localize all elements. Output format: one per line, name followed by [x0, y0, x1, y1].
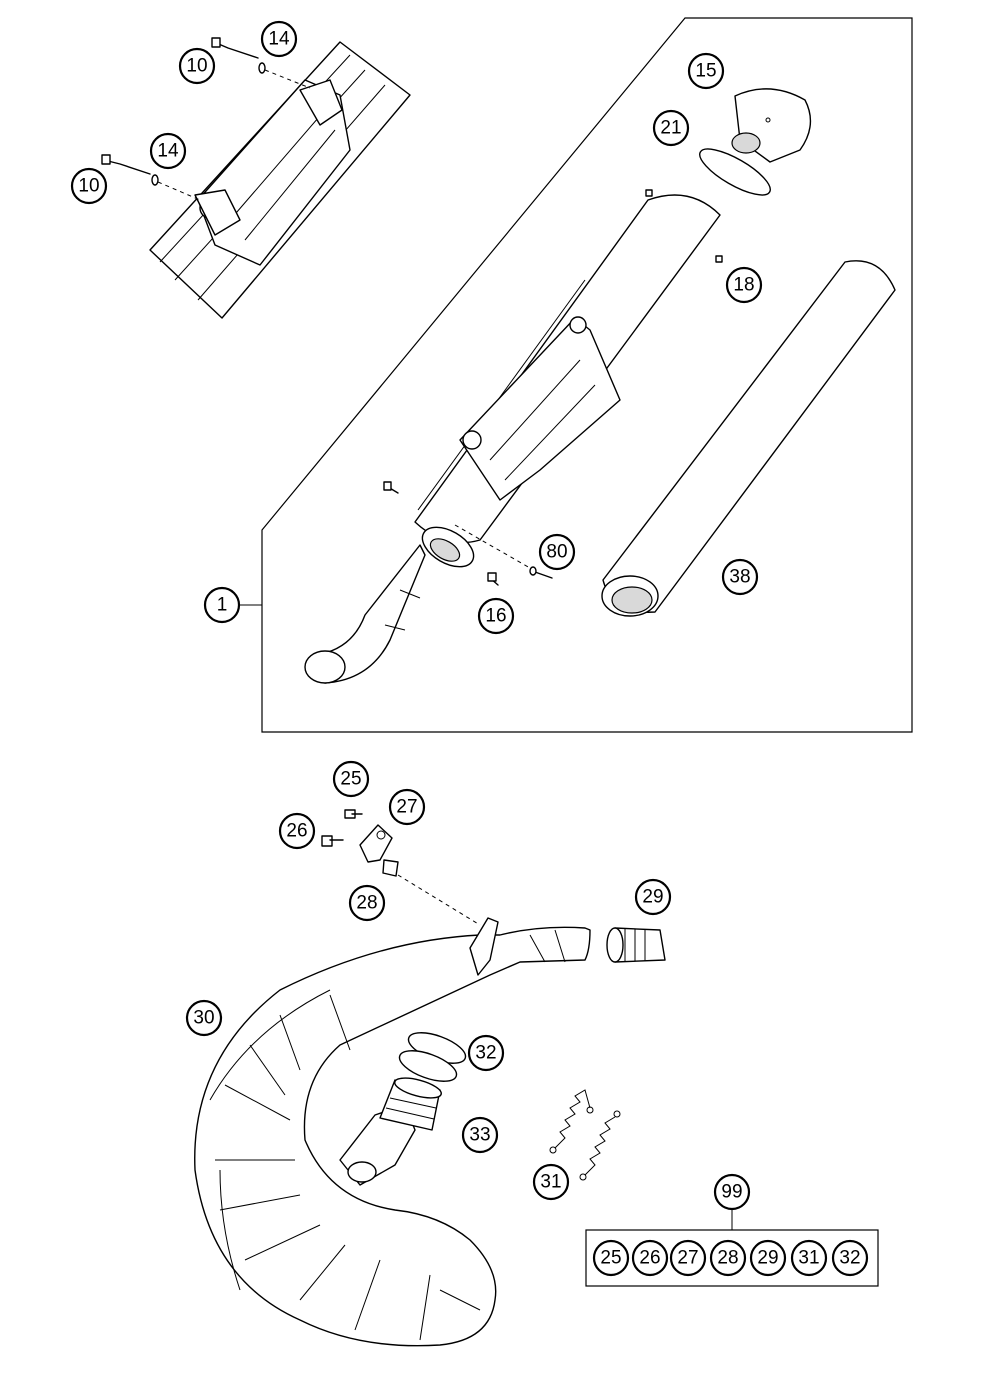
o-ring [699, 148, 771, 196]
svg-text:29: 29 [757, 1248, 778, 1269]
bracket-parts [321, 809, 481, 926]
kit-item-26: 26 [631, 1239, 669, 1277]
callout-16: 16 [477, 597, 515, 635]
svg-text:38: 38 [729, 567, 750, 588]
callout-15: 15 [687, 52, 725, 90]
svg-text:10: 10 [186, 56, 207, 77]
springs [549, 1089, 621, 1181]
svg-text:26: 26 [286, 821, 307, 842]
rubber-sleeve [379, 1077, 442, 1131]
kit-item-27: 27 [669, 1239, 707, 1277]
callout-10-lower: 10 [70, 167, 108, 205]
callout-26: 26 [278, 812, 316, 850]
svg-text:99: 99 [721, 1182, 742, 1203]
silencer-mount-detail [101, 37, 411, 319]
kit-item-31: 31 [790, 1239, 828, 1277]
svg-text:14: 14 [157, 141, 179, 162]
callout-38: 38 [721, 558, 759, 596]
svg-text:25: 25 [600, 1248, 621, 1269]
callout-25: 25 [332, 760, 370, 798]
svg-text:32: 32 [475, 1043, 496, 1064]
silencer-assembly-frame [261, 17, 913, 733]
gasket [398, 1050, 458, 1082]
svg-text:32: 32 [839, 1248, 860, 1269]
callout-27: 27 [388, 788, 426, 826]
svg-text:31: 31 [540, 1172, 561, 1193]
exhaust-manifold [194, 917, 591, 1347]
svg-text:16: 16 [485, 606, 506, 627]
svg-text:21: 21 [660, 118, 681, 139]
svg-text:15: 15 [695, 61, 716, 82]
callout-14-top: 14 [260, 20, 298, 58]
callout-1: 1 [203, 586, 241, 624]
callout-31: 31 [532, 1163, 570, 1201]
kit-item-28: 28 [709, 1239, 747, 1277]
callout-14-lower: 14 [149, 132, 187, 170]
svg-text:30: 30 [193, 1008, 214, 1029]
callout-32: 32 [467, 1034, 505, 1072]
svg-text:14: 14 [268, 29, 290, 50]
silencer-packing [601, 260, 896, 617]
kit-item-32: 32 [831, 1239, 869, 1277]
svg-text:33: 33 [469, 1125, 490, 1146]
svg-text:27: 27 [396, 797, 417, 818]
svg-text:25: 25 [340, 769, 361, 790]
connector-sleeve [606, 927, 666, 963]
svg-text:1: 1 [217, 595, 228, 616]
callout-21: 21 [652, 109, 690, 147]
silencer-body [304, 189, 723, 684]
callout-10-top: 10 [178, 47, 216, 85]
callout-99: 99 [713, 1173, 751, 1211]
svg-text:28: 28 [356, 893, 377, 914]
end-cap [731, 88, 812, 163]
svg-text:10: 10 [78, 176, 99, 197]
callout-18: 18 [725, 266, 763, 304]
svg-text:18: 18 [733, 275, 754, 296]
svg-text:26: 26 [639, 1248, 660, 1269]
kit-item-25: 25 [592, 1239, 630, 1277]
callout-80: 80 [538, 533, 576, 571]
svg-text:28: 28 [717, 1248, 738, 1269]
svg-text:31: 31 [798, 1248, 819, 1269]
callout-30: 30 [185, 999, 223, 1037]
kit-item-29: 29 [749, 1239, 787, 1277]
svg-text:27: 27 [677, 1248, 698, 1269]
callout-28: 28 [348, 884, 386, 922]
callout-33: 33 [461, 1116, 499, 1154]
svg-text:29: 29 [642, 887, 663, 908]
callout-29: 29 [634, 878, 672, 916]
svg-text:80: 80 [546, 542, 567, 563]
